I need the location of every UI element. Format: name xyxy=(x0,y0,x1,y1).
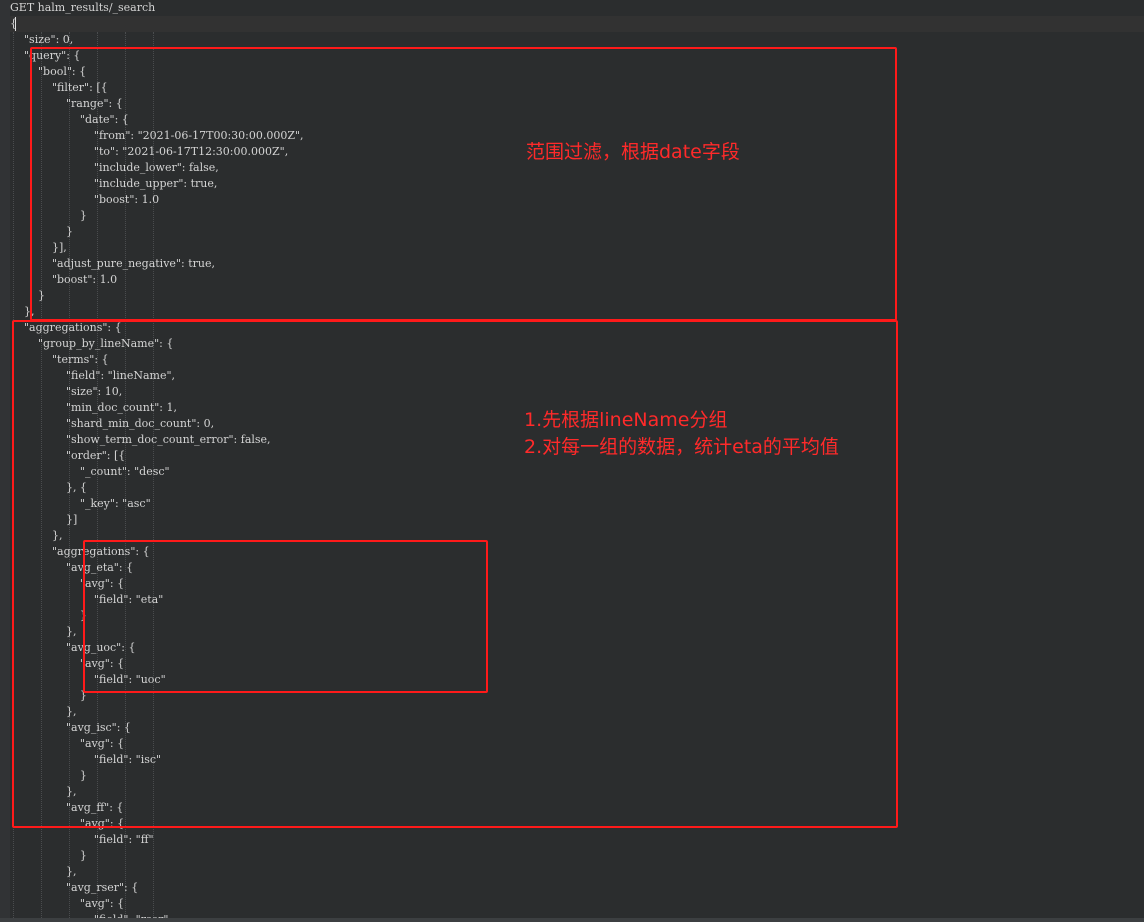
code-line[interactable]: }, xyxy=(10,305,35,318)
code-line[interactable]: "field": "eta" xyxy=(10,593,164,606)
code-line[interactable]: "to": "2021-06-17T12:30:00.000Z", xyxy=(10,145,289,158)
code-line[interactable]: "avg_uoc": { xyxy=(10,641,136,654)
code-line[interactable]: "terms": { xyxy=(10,353,109,366)
indent-guide xyxy=(97,32,98,920)
code-line[interactable]: "aggregations": { xyxy=(10,545,150,558)
indent-guide xyxy=(125,32,126,920)
query-highlight-box xyxy=(30,47,897,321)
code-line[interactable]: }, xyxy=(10,865,77,878)
indent-guide xyxy=(69,32,70,920)
code-line[interactable]: "avg_eta": { xyxy=(10,561,134,574)
code-line[interactable]: } xyxy=(10,849,87,862)
aggs-note-2: 2.对每一组的数据，统计eta的平均值 xyxy=(524,436,839,458)
code-line[interactable]: "size": 10, xyxy=(10,385,123,398)
code-line[interactable]: }, xyxy=(10,625,77,638)
code-line[interactable]: }, { xyxy=(10,481,87,494)
code-line[interactable]: "field": "rser" xyxy=(10,912,169,922)
code-line[interactable]: "avg": { xyxy=(10,737,125,750)
code-line[interactable]: } xyxy=(10,769,87,782)
code-line[interactable]: "include_upper": true, xyxy=(10,177,218,190)
code-line[interactable]: "avg": { xyxy=(10,897,125,910)
code-line[interactable]: }, xyxy=(10,529,63,542)
code-line[interactable]: "include_lower": false, xyxy=(10,161,219,174)
code-line[interactable]: "from": "2021-06-17T00:30:00.000Z", xyxy=(10,129,304,142)
code-line[interactable]: "adjust_pure_negative": true, xyxy=(10,257,215,270)
code-line[interactable]: "range": { xyxy=(10,97,123,110)
editor-gutter xyxy=(0,0,10,922)
code-line[interactable]: "aggregations": { xyxy=(10,321,122,334)
code-line[interactable]: }, xyxy=(10,785,77,798)
code-line[interactable]: "avg_ff": { xyxy=(10,801,124,814)
indent-guide xyxy=(41,32,42,920)
code-line[interactable]: "boost": 1.0 xyxy=(10,193,160,206)
code-line[interactable]: "avg": { xyxy=(10,577,125,590)
code-line[interactable]: "group_by_lineName": { xyxy=(10,337,174,350)
code-line[interactable]: "_key": "asc" xyxy=(10,497,151,510)
editor-bottom-scrollbar[interactable] xyxy=(0,918,1144,922)
code-line[interactable]: "field": "ff" xyxy=(10,833,154,846)
code-line[interactable]: } xyxy=(10,225,73,238)
code-line[interactable]: } xyxy=(10,209,87,222)
code-line[interactable]: "avg_isc": { xyxy=(10,721,131,734)
code-line[interactable]: "order": [{ xyxy=(10,449,126,462)
text-caret xyxy=(15,17,16,31)
code-line[interactable]: }, xyxy=(10,705,77,718)
code-line[interactable]: "min_doc_count": 1, xyxy=(10,401,177,414)
code-line[interactable]: "query": { xyxy=(10,49,81,62)
aggregations-highlight-box xyxy=(12,320,898,828)
code-line[interactable]: "bool": { xyxy=(10,65,87,78)
code-line[interactable]: }] xyxy=(10,513,78,526)
code-line[interactable]: "field": "isc" xyxy=(10,753,162,766)
code-line[interactable]: "_count": "desc" xyxy=(10,465,170,478)
aggs-note-1: 1.先根据lineName分组 xyxy=(524,409,728,431)
code-line[interactable]: GET halm_results/_search xyxy=(10,1,156,14)
code-line[interactable]: "date": { xyxy=(10,113,129,126)
code-line[interactable]: "avg": { xyxy=(10,657,125,670)
code-line[interactable]: "field": "lineName", xyxy=(10,369,176,382)
code-line[interactable]: } xyxy=(10,689,87,702)
code-line[interactable]: "avg_rser": { xyxy=(10,881,139,894)
code-line[interactable]: "filter": [{ xyxy=(10,81,108,94)
code-line[interactable]: "shard_min_doc_count": 0, xyxy=(10,417,215,430)
sub-aggregations-highlight-box xyxy=(83,540,488,693)
code-line[interactable]: "size": 0, xyxy=(10,33,74,46)
query-note: 范围过滤，根据date字段 xyxy=(526,141,740,163)
code-line[interactable]: "boost": 1.0 xyxy=(10,273,118,286)
indent-guide xyxy=(153,32,154,920)
code-line[interactable]: "show_term_doc_count_error": false, xyxy=(10,433,271,446)
code-line[interactable]: { xyxy=(10,16,1144,32)
code-line[interactable]: } xyxy=(10,289,45,302)
code-line[interactable]: "field": "uoc" xyxy=(10,673,166,686)
code-line[interactable]: }], xyxy=(10,241,67,254)
